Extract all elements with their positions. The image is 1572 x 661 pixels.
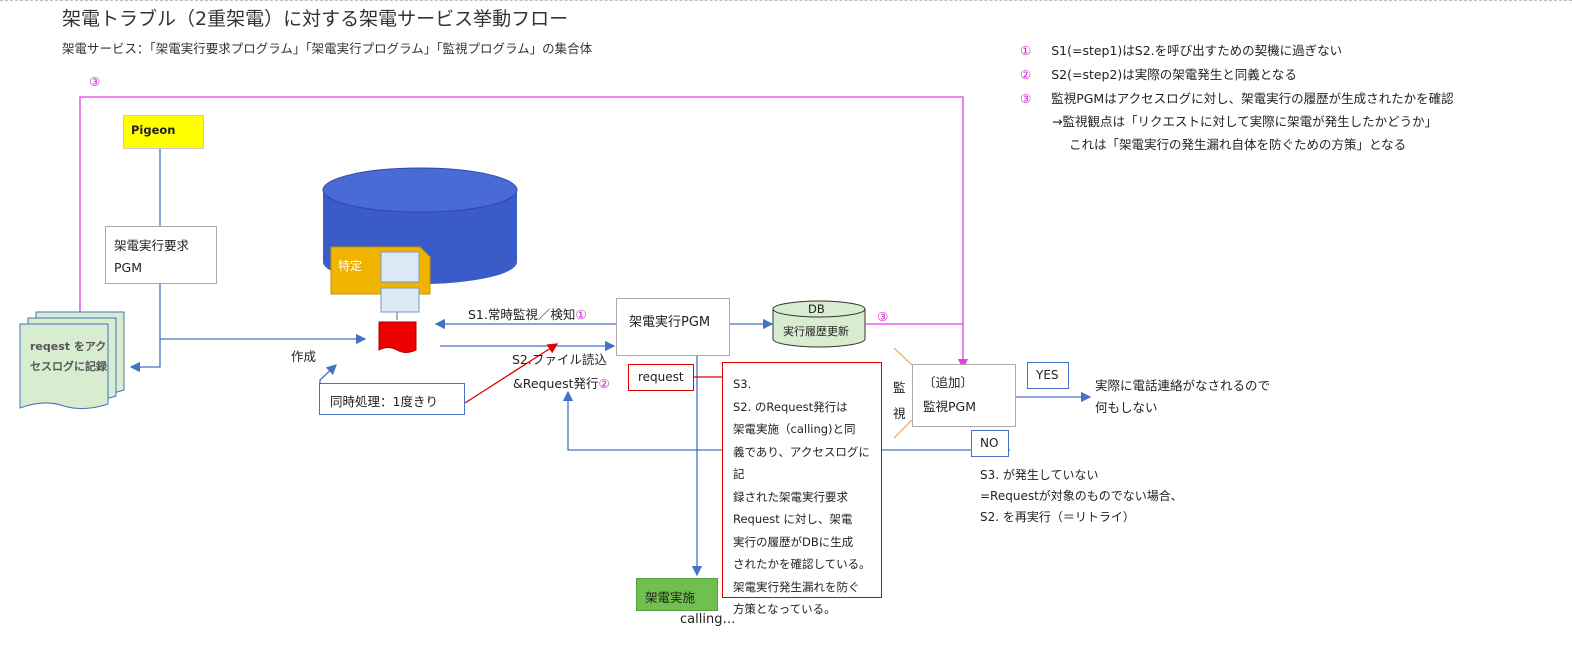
s3-note-line: S3. [733, 377, 752, 391]
file-icon-1 [380, 251, 420, 283]
note-2: ② S2(=step2)は実際の架電発生と同義となる [1020, 64, 1297, 83]
note-2-number: ② [1020, 67, 1032, 82]
yes-result: 実際に電話連絡がなされるので 何もしない [1095, 375, 1270, 419]
access-log-text: reqest をアク セスログに記録 [30, 337, 107, 377]
note-2-text: S2(=step2)は実際の架電発生と同義となる [1051, 67, 1297, 82]
yes-result-2: 何もしない [1095, 400, 1158, 415]
exec-pgm-label: 架電実行PGM [629, 315, 711, 330]
calling-box[interactable]: 架電実施 [636, 578, 718, 611]
note-1-number: ① [1020, 43, 1032, 58]
s3-note-line: Request に対し、架電 [733, 512, 853, 526]
monitor-vertical-1: 監 [893, 380, 906, 395]
monitor-pgm-label-2: 監視PGM [923, 399, 977, 414]
note-1-text: S1(=step1)はS2.を呼び出すための契機に過ぎない [1051, 43, 1343, 58]
calling-text: calling… [680, 612, 736, 627]
yes-label: YES [1036, 368, 1059, 382]
s2-text-2: &Request発行 [513, 376, 599, 391]
simultaneous-label: 同時処理：1度きり [330, 394, 438, 409]
tokutei-label: 特定 [338, 259, 363, 273]
file-icon-2 [380, 287, 420, 313]
s1-text: S1.常時監視／検知 [468, 307, 576, 322]
note-1: ① S1(=step1)はS2.を呼び出すための契機に過ぎない [1020, 40, 1342, 59]
loop-marker: ③ [89, 74, 101, 89]
pigeon-box[interactable]: Pigeon [123, 115, 204, 149]
exec-pgm-box[interactable]: 架電実行PGM [616, 298, 730, 356]
access-log-document [19, 311, 125, 410]
s3-note-line: 架電実行発生漏れを防ぐ [733, 579, 860, 594]
s2-text-2-row: &Request発行② [513, 372, 610, 396]
create-label: 作成 [291, 349, 317, 364]
monitor-mark [893, 347, 913, 366]
access-log-label-1: reqest をアク [30, 340, 107, 353]
no-box[interactable]: NO [971, 430, 1009, 457]
history-db-cylinder [772, 300, 866, 348]
access-log-label-2: セスログに記録 [30, 360, 107, 373]
s1-number: ① [575, 307, 587, 322]
pigeon-label: Pigeon [131, 123, 176, 137]
db-title: DB [808, 302, 825, 316]
loop-line [79, 96, 969, 370]
s3-note-line: 方策となっている。 [733, 602, 836, 616]
red-file-icon [378, 321, 417, 353]
note-3-sub-1: →監視観点は「リクエストに対して実際に架電が発生したかどうか」 [1052, 114, 1438, 129]
request-label: request [638, 370, 684, 384]
no-label: NO [980, 436, 999, 450]
no-result-2: =Requestが対象のものでない場合、 [980, 489, 1183, 503]
top-border [0, 0, 1572, 1]
note-3-number: ③ [1020, 91, 1032, 106]
s3-note-line: 実行の履歴がDBに生成 [733, 534, 854, 549]
yes-result-1: 実際に電話連絡がなされるので [1095, 378, 1271, 393]
monitor-mark [893, 419, 913, 439]
no-result: S3. が発生していない =Requestが対象のものでない場合、 S2. を再… [980, 465, 1183, 528]
calling-box-label: 架電実施 [645, 590, 696, 605]
request-pgm-to-log-line [129, 284, 161, 373]
s2-number: ② [598, 376, 610, 391]
s3-note-line: 架電実施（calling)と同 [733, 422, 856, 436]
db-marker: ③ [877, 309, 889, 324]
note-3: ③ 監視PGMはアクセスログに対し、架電実行の履歴が生成されたかを確認 [1020, 88, 1454, 107]
request-pgm-label-1: 架電実行要求 [114, 238, 190, 253]
s3-note-line: されたかを確認している。 [733, 557, 871, 571]
s3-note-line: 録された架電実行要求 [733, 489, 848, 504]
request-box[interactable]: request [628, 364, 694, 391]
s3-note-line: S2. のRequest発行は [733, 399, 848, 414]
simultaneous-to-s2-arrow [464, 343, 559, 404]
monitor-vertical-label: 監 視 [893, 375, 906, 427]
s2-label: S2.ファイル読込 &Request発行② [512, 348, 610, 396]
s2-text-1: S2.ファイル読込 [512, 352, 607, 367]
note-3-sub-2: これは「架電実行の発生漏れ自体を防ぐための方策」となる [1069, 137, 1407, 152]
no-result-3: S2. を再実行（＝リトライ） [980, 510, 1135, 524]
monitor-vertical-2: 視 [893, 406, 906, 421]
page-title: 架電トラブル（2重架電）に対する架電サービス挙動フロー [62, 8, 569, 30]
page-subtitle: 架電サービス：「架電実行要求プログラム」「架電実行プログラム」「監視プログラム」… [62, 41, 593, 56]
s3-note-box: S3. S2. のRequest発行は 架電実施（calling)と同 義であり… [722, 362, 882, 616]
simultaneous-box[interactable]: 同時処理：1度きり [319, 383, 465, 415]
no-result-1: S3. が発生していない [980, 468, 1099, 482]
s1-label: S1.常時監視／検知① [468, 304, 587, 323]
request-pgm-box[interactable]: 架電実行要求 PGM [105, 226, 217, 284]
monitor-pgm-label-1: 〔追加〕 [923, 375, 974, 390]
db-sub-label: 実行履歴更新 [783, 325, 849, 338]
monitor-pgm-box[interactable]: 〔追加〕 監視PGM [912, 364, 1016, 427]
s3-note-line: 義であり、アクセスログに記 [733, 444, 870, 482]
note-3-text: 監視PGMはアクセスログに対し、架電実行の履歴が生成されたかを確認 [1051, 91, 1454, 106]
request-pgm-label-2: PGM [114, 260, 143, 275]
yes-box[interactable]: YES [1027, 362, 1069, 389]
